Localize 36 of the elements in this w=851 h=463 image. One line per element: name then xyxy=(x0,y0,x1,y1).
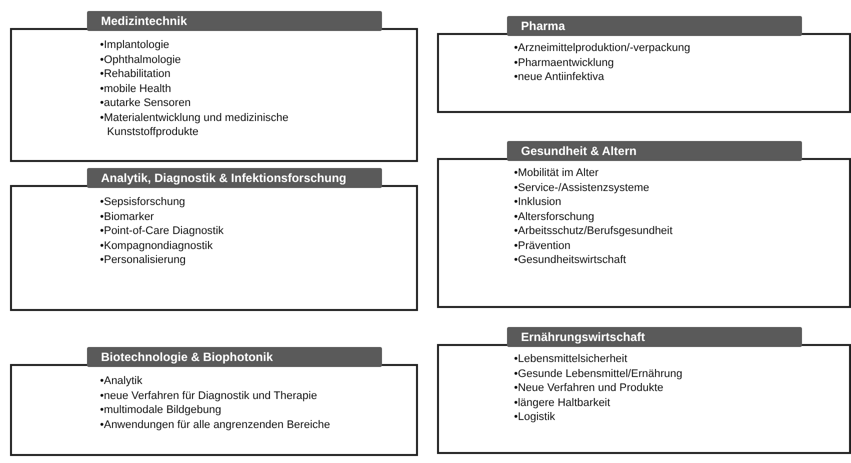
bullet-item: •Logistik xyxy=(514,410,556,424)
category-header: Medizintechnik xyxy=(87,11,382,31)
bullet-item: •Gesundheitswirtschaft xyxy=(514,253,626,268)
bullet-item: •Rehabilitation xyxy=(100,67,171,82)
bullet-item: •Materialentwicklung und medizinische Kunststoffprodukte xyxy=(100,110,290,140)
bullet-item: •Ophthalmologie xyxy=(100,52,181,67)
bullet-item: •Implantologie xyxy=(100,38,170,52)
bullet-item: •mobile Health xyxy=(100,82,172,96)
bullet-item: •autarke Sensoren xyxy=(100,96,191,110)
category-header: Biotechnologie & Biophotonik xyxy=(87,347,382,367)
category-header: Ernährungswirtschaft xyxy=(507,327,802,347)
category-header: Gesundheit & Altern xyxy=(507,141,802,161)
bullet-item: •Mobilität im Alter xyxy=(514,166,599,180)
bullet-item: •Neue Verfahren und Produkte xyxy=(514,381,664,396)
bullet-item: •Gesunde Lebensmittel/Ernährung xyxy=(514,366,682,381)
bullet-item: •Anwendungen für alle angrenzenden Bereiche xyxy=(100,418,330,432)
bullet-item: •Biomarker xyxy=(100,210,154,224)
bullet-item: •Analytik xyxy=(100,374,142,388)
bullet-item: •Kompagnondiagnostik xyxy=(100,238,213,253)
bullet-item: •Personalisierung xyxy=(100,253,186,268)
bullet-item: •neue Antiinfektiva xyxy=(514,70,604,84)
bullet-item: •Sepsisforschung xyxy=(100,195,186,210)
category-header: Analytik, Diagnostik & Infektionsforschung xyxy=(87,168,382,188)
bullet-item: •Pharmaentwicklung xyxy=(514,56,614,70)
bullet-item: •Arzneimittelproduktion/-verpackung xyxy=(514,41,690,56)
bullet-item: •Prävention xyxy=(514,238,570,253)
bullet-item: •Point-of-Care Diagnostik xyxy=(100,224,224,238)
bullet-item: •Arbeitsschutz/Berufsgesundheit xyxy=(514,224,673,238)
category-header: Pharma xyxy=(507,16,802,36)
bullet-item: •Service-/Assistenzsysteme xyxy=(514,180,650,195)
bullet-item: •längere Haltbarkeit xyxy=(514,396,610,410)
bullet-item: •Lebensmittelsicherheit xyxy=(514,352,628,366)
bullet-item: •Altersforschung xyxy=(514,210,594,224)
bullet-item: •Inklusion xyxy=(514,195,562,210)
bullet-item: •multimodale Bildgebung xyxy=(100,403,222,418)
bullet-item: •neue Verfahren für Diagnostik und Therapie xyxy=(100,388,318,403)
